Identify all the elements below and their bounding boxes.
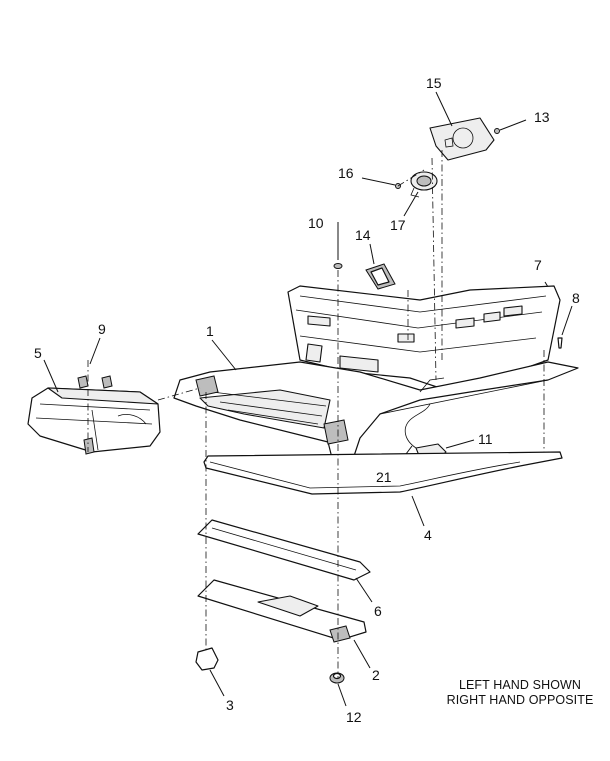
part-3-clip: [195, 647, 225, 697]
part-6-cover-panel: [197, 519, 373, 603]
callout-4: 4: [424, 527, 432, 543]
part-10-clip: [333, 263, 343, 269]
part-5-storage-bin: [27, 375, 161, 455]
callout-7: 7: [534, 257, 542, 273]
callout-1: 1: [206, 323, 214, 339]
note-line-2: RIGHT HAND OPPOSITE: [446, 693, 594, 707]
callout-8: 8: [572, 290, 580, 306]
callout-15: 15: [426, 75, 442, 91]
callout-10: 10: [308, 215, 324, 231]
part-2-floor-panel: [197, 579, 371, 669]
part-15-speaker-bracket: [429, 117, 495, 161]
part-14-bezel: [365, 263, 396, 290]
part-8-fastener: [557, 305, 573, 349]
part-12-fastener: [329, 672, 347, 707]
callout-13: 13: [534, 109, 550, 125]
callout-17: 17: [390, 217, 406, 233]
callout-5: 5: [34, 345, 42, 361]
part-1-rear-trim-panel: [173, 285, 579, 463]
callout-12: 12: [346, 709, 362, 725]
callout-14: 14: [355, 227, 371, 243]
part-13-screw: [494, 119, 527, 134]
callout-11: 11: [478, 431, 493, 447]
callout-3: 3: [226, 697, 234, 713]
note-line-1: LEFT HAND SHOWN: [458, 678, 582, 692]
part-16-screw: [361, 177, 401, 189]
callout-labels: 15 13 16 17 10 14 7 8 1 9 5 11 21 4 6 2 …: [34, 75, 580, 725]
assembly-lines: [87, 150, 545, 678]
orientation-note: LEFT HAND SHOWN RIGHT HAND OPPOSITE: [430, 678, 610, 708]
callout-16: 16: [338, 165, 354, 181]
callout-2: 2: [372, 667, 380, 683]
callout-21: 21: [376, 469, 392, 485]
callout-6: 6: [374, 603, 382, 619]
leader-lines: [43, 91, 453, 393]
part-4-sill-plate: [203, 451, 563, 527]
callout-9: 9: [98, 321, 106, 337]
part-17-speaker: [410, 171, 438, 198]
